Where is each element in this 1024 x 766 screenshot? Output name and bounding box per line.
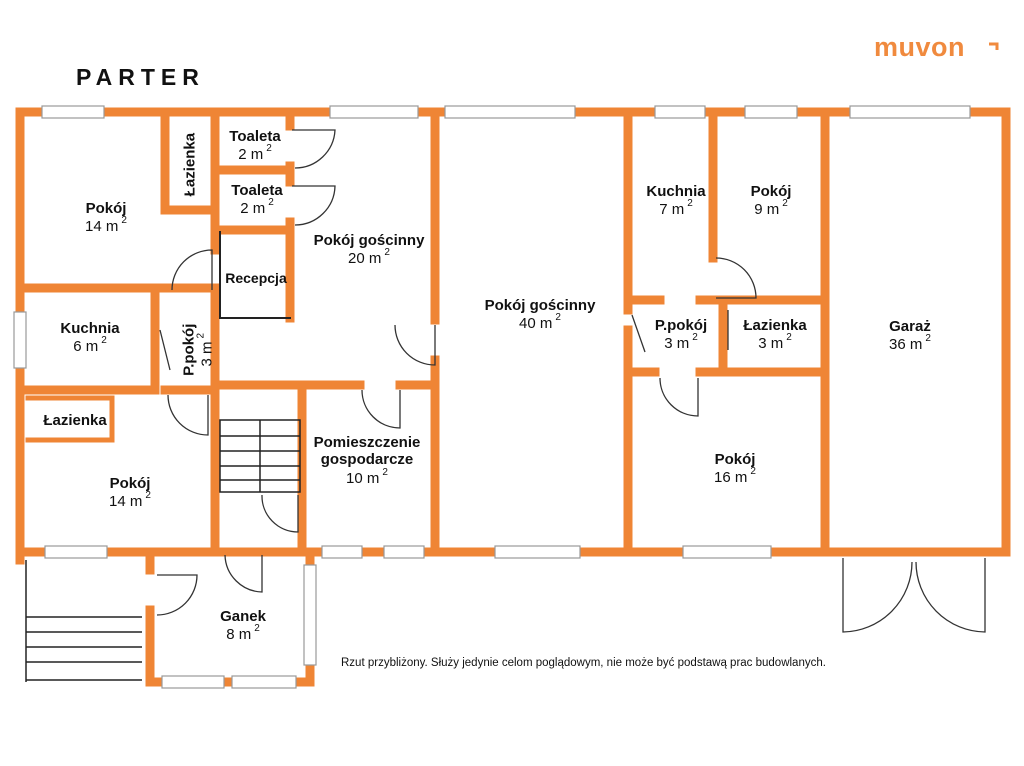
- stairs: [219, 419, 301, 493]
- logo-arrow-icon: [989, 42, 999, 50]
- disclaimer-note: Rzut przybliżony. Służy jedynie celom po…: [341, 657, 826, 669]
- room-name: Pokój: [109, 475, 151, 492]
- room-name: Kuchnia: [646, 183, 706, 200]
- logo-text-accent: o: [931, 32, 949, 62]
- room-name: P.pokój: [654, 317, 708, 334]
- room-recepcja: Recepcja: [222, 270, 290, 286]
- windows: [13, 105, 971, 689]
- room-name: P.pokój: [180, 323, 198, 376]
- muvon-logo: muvon: [874, 32, 999, 63]
- room-name: Recepcja: [225, 270, 287, 286]
- plan-title: PARTER: [76, 64, 205, 90]
- logo-text-prefix: muv: [874, 32, 932, 62]
- logo-text-suffix: n: [948, 32, 966, 62]
- room-ppokoj-w: P.pokój 3 m2: [180, 314, 216, 386]
- doors: [156, 129, 986, 633]
- room-lazienka-top: Łazienka: [181, 127, 198, 203]
- room-name: Toaleta: [231, 182, 283, 199]
- room-name: Pokój: [714, 451, 756, 468]
- room-name: Ganek: [220, 608, 266, 625]
- room-name: Garaż: [889, 318, 931, 335]
- room-name: Pokój gościnny: [484, 297, 596, 314]
- entry-steps: [25, 560, 142, 682]
- room-lazienka-w: Łazienka: [30, 412, 120, 429]
- room-name: Pokój: [85, 200, 127, 217]
- room-name: Toaleta: [229, 128, 281, 145]
- room-name: Kuchnia: [60, 320, 120, 337]
- room-name: Pokój gościnny: [313, 232, 425, 249]
- room-name: Łazienka: [181, 132, 199, 197]
- room-name-line2: gospodarcze: [320, 451, 414, 469]
- room-name: Pokój: [750, 183, 792, 200]
- room-name: Łazienka: [743, 317, 807, 334]
- room-name-line1: Pomieszczenie: [313, 434, 421, 451]
- room-area: 3 m2: [195, 332, 216, 367]
- room-name: Łazienka: [43, 412, 107, 429]
